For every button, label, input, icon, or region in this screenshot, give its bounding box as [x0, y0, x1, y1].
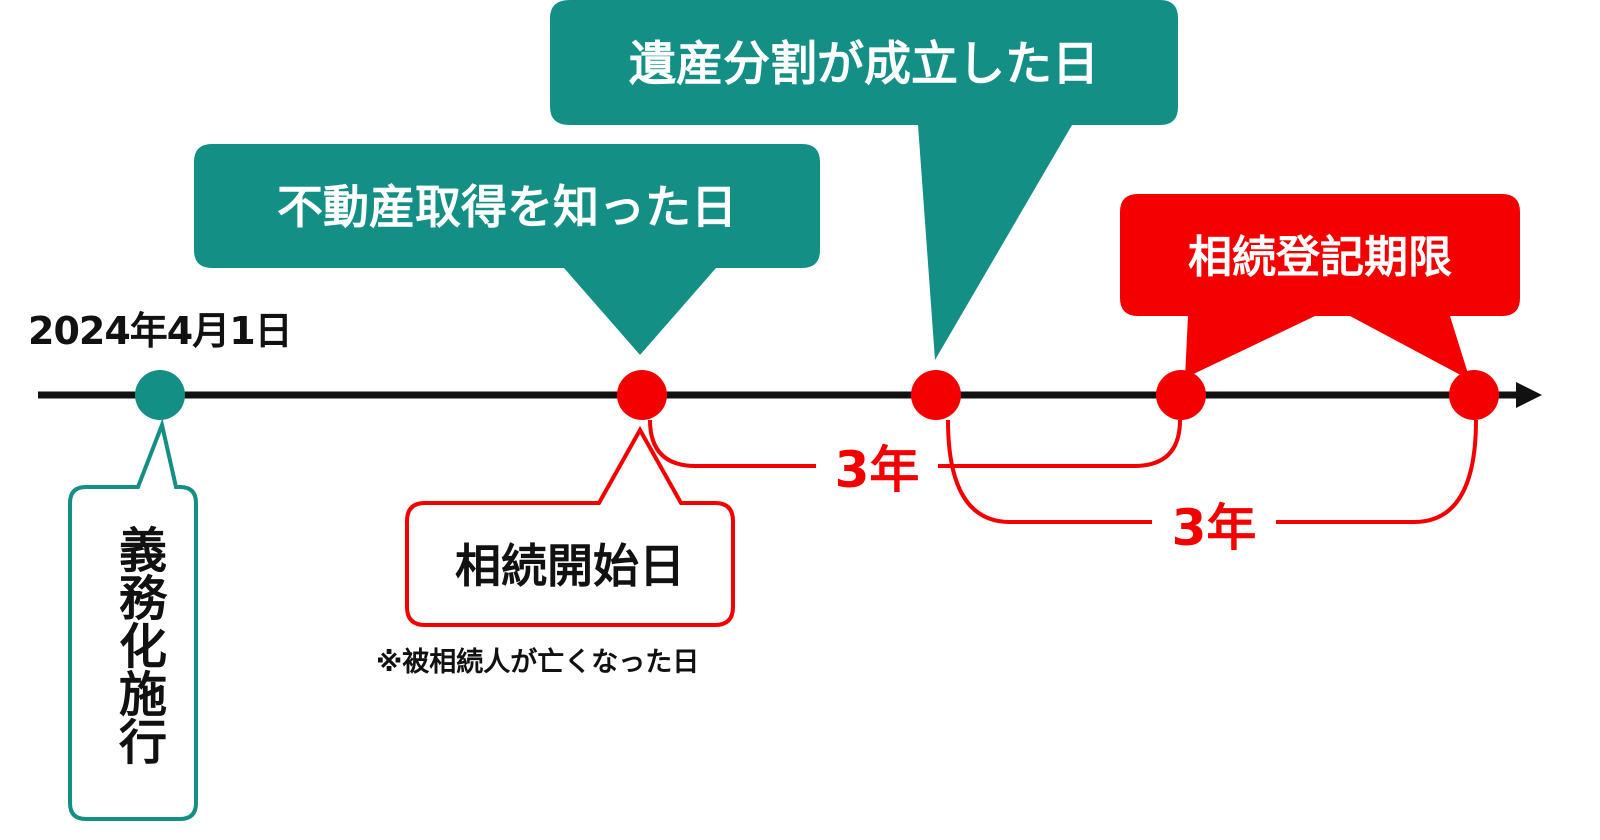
span-bracket-2-right [1276, 419, 1478, 524]
acquisition-callout-text: 不動産取得を知った日 [277, 180, 737, 234]
enforcement-text: 義務化施行 [110, 525, 166, 765]
inheritance-note: ※被相続人が亡くなった日 [376, 647, 700, 678]
span-label-2: 3年 [1172, 499, 1257, 557]
span-bracket-1-right [938, 419, 1182, 468]
deadline-callout [1120, 194, 1520, 380]
second-deadline-point [1449, 370, 1499, 420]
span-label-1: 3年 [835, 441, 920, 499]
enforcement-callout [68, 418, 198, 821]
inheritance-start-text: 相続開始日 [455, 539, 685, 593]
acquisition-callout [194, 144, 820, 355]
first-deadline-point [1156, 370, 1206, 420]
span-bracket-2-left [946, 419, 1152, 524]
deadline-callout-text: 相続登記期限 [1188, 232, 1452, 283]
division-callout-text: 遺産分割が成立した日 [629, 37, 1099, 92]
arrow-head-icon [1516, 382, 1542, 408]
division-point [911, 370, 961, 420]
span-bracket-1-left [648, 419, 816, 468]
enforcement-point [135, 370, 185, 420]
inheritance-start-point [617, 370, 667, 420]
division-callout [550, 0, 1178, 360]
start-date-label: 2024年4月1日 [28, 309, 293, 353]
inheritance-start-callout [405, 425, 735, 627]
